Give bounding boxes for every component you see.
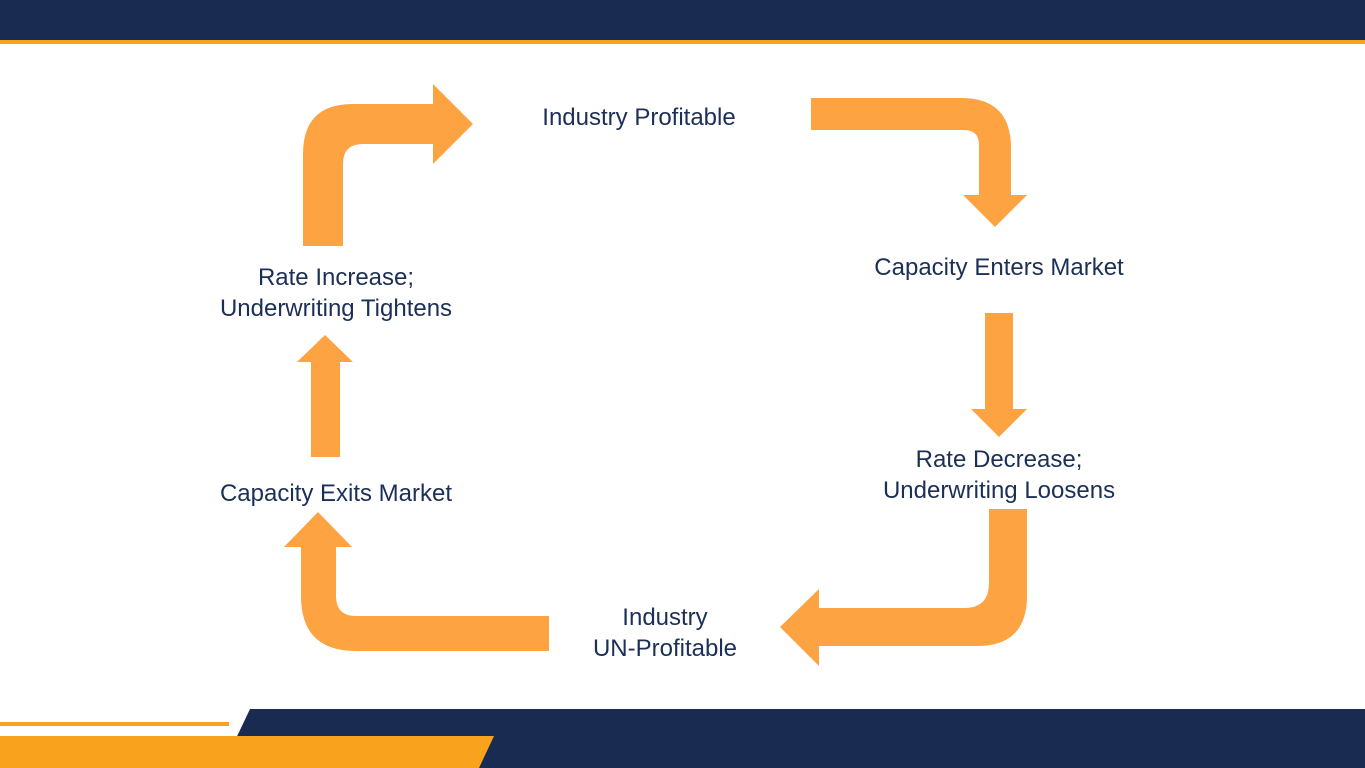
stage-line: Rate Decrease; bbox=[915, 446, 1083, 473]
stage-line: Rate Increase; bbox=[257, 264, 415, 291]
stage-rate-increase: Rate Increase; Underwriting Tightens bbox=[220, 262, 452, 324]
stage-line: Capacity Enters Market bbox=[874, 254, 1124, 281]
footer-thin-orange-line bbox=[0, 722, 229, 726]
stage-line: Underwriting Loosens bbox=[882, 477, 1116, 504]
arrow-curved-up bbox=[284, 512, 549, 651]
stage-line: UN-Profitable bbox=[592, 635, 738, 662]
stage-rate-decrease: Rate Decrease; Underwriting Loosens bbox=[883, 444, 1115, 506]
stage-capacity-enters-market: Capacity Enters Market bbox=[874, 252, 1123, 283]
arrow-curved-down bbox=[811, 98, 1027, 227]
stage-line: Underwriting Tightens bbox=[219, 295, 453, 322]
arrow-curved-right bbox=[303, 84, 473, 246]
arrow-straight-down bbox=[971, 313, 1027, 437]
header-band bbox=[0, 0, 1365, 40]
footer-orange-band bbox=[0, 736, 494, 768]
stage-line: Industry Profitable bbox=[542, 104, 736, 131]
arrow-curved-left bbox=[780, 509, 1027, 666]
header-accent-line bbox=[0, 40, 1365, 44]
arrow-straight-up bbox=[297, 335, 353, 457]
stage-line: Industry bbox=[622, 604, 708, 631]
stage-line: Capacity Exits Market bbox=[219, 480, 453, 507]
stage-capacity-exits-market: Capacity Exits Market bbox=[220, 478, 452, 509]
stage-industry-unprofitable: Industry UN-Profitable bbox=[593, 602, 737, 664]
stage-industry-profitable: Industry Profitable bbox=[542, 102, 735, 133]
footer-navy-band bbox=[222, 709, 1365, 768]
